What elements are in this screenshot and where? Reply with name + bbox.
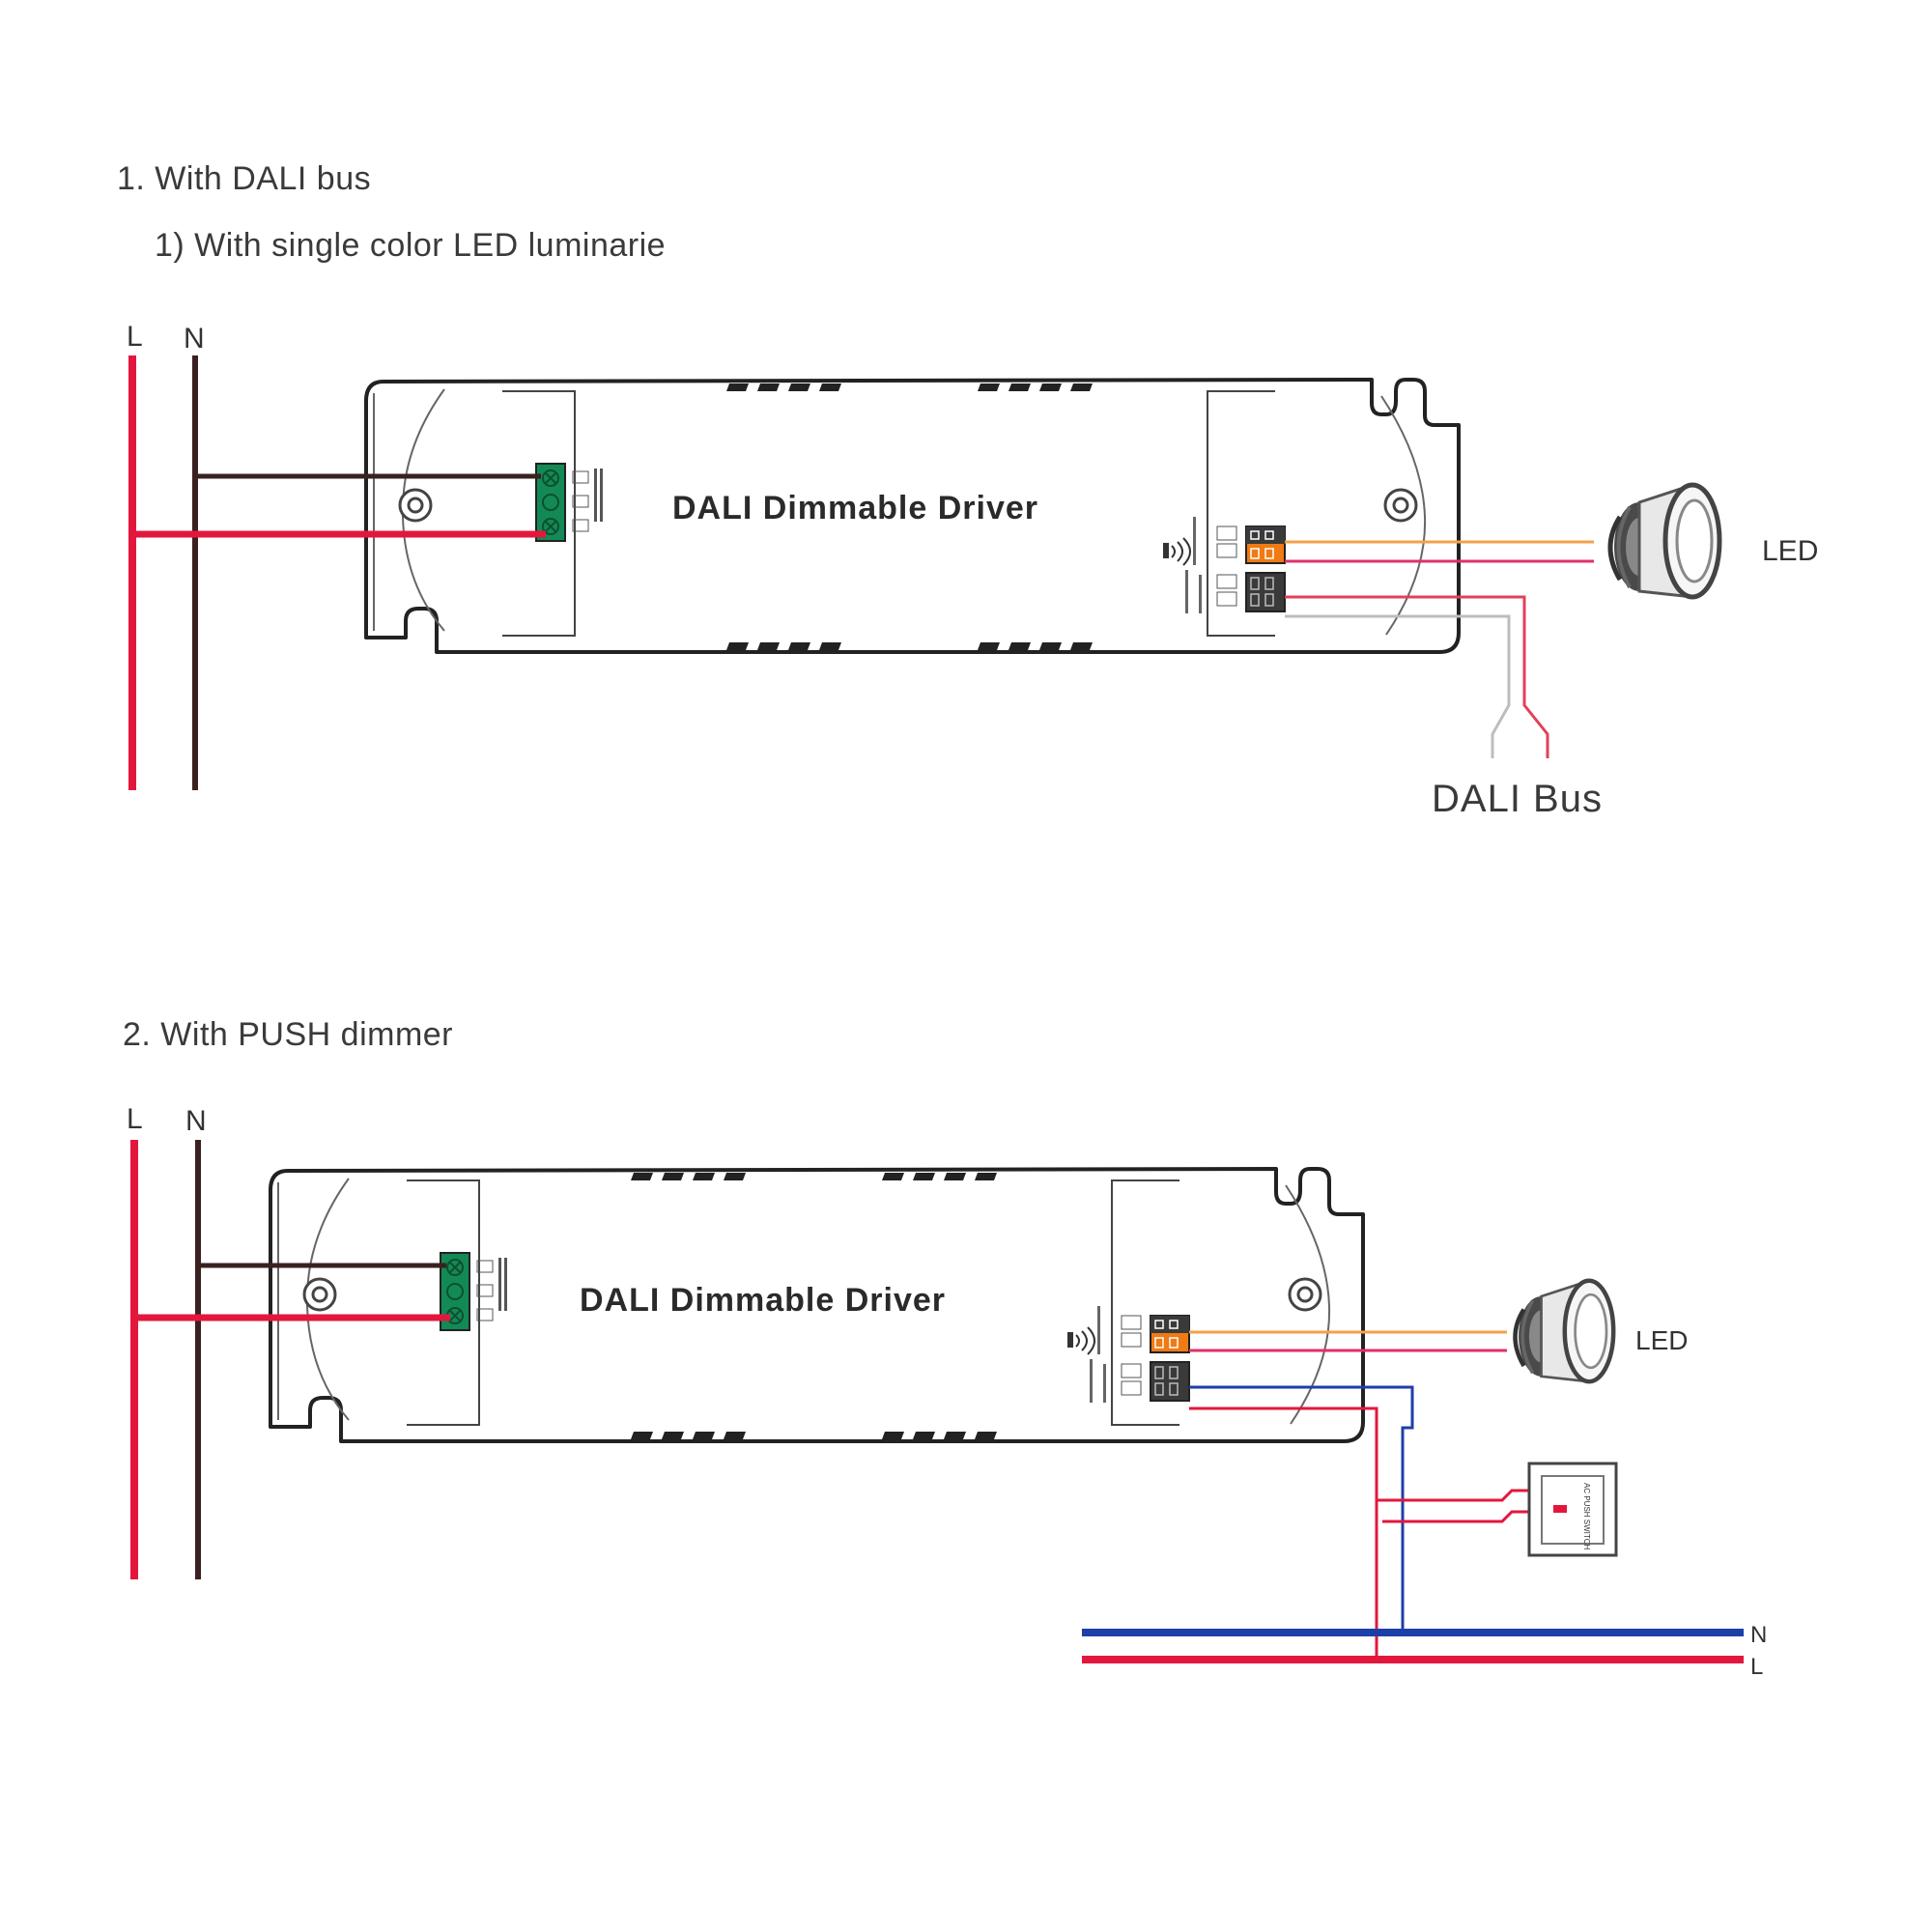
push-switch: AC PUSH SWITCH [1527,1462,1618,1557]
mains-l-label: L [127,321,143,353]
section-1-subheading: 1) With single color LED luminarie [155,227,667,264]
bus-n-label: N [1750,1622,1767,1648]
mains-n-label-2: N [185,1105,207,1137]
driver-2-title: DALI Dimmable Driver [580,1282,946,1319]
bus-l-label: L [1750,1654,1763,1680]
led-label-1: LED [1762,535,1818,567]
dali-bus-wire-b [1285,614,1511,758]
switch-label: AC PUSH SWITCH [1582,1483,1591,1550]
driver-1-title: DALI Dimmable Driver [672,490,1038,526]
push-neutral-wire [1189,1385,1414,1633]
switch-wire-out [1382,1510,1536,1523]
mains-n-label: N [184,323,205,355]
switch-wire-in [1377,1489,1536,1502]
led-luminaire-icon [1610,485,1719,597]
dali-bus-label: DALI Bus [1432,778,1603,820]
section-1-diagram: L N DALI Dimmable Driver LED DALI Bus [127,321,1818,820]
dali-bus-wire-a [1285,595,1549,758]
section-2-heading: 2. With PUSH dimmer [123,1016,453,1053]
mains-l-label-2: L [127,1103,143,1135]
push-live-wire [1189,1406,1378,1660]
section-2-diagram: L N DALI Dimmable Driver AC PUSH SWITCH [127,1103,1767,1680]
led-label-2: LED [1635,1325,1688,1355]
section-1-heading: 1. With DALI bus [117,160,372,197]
led-luminaire-icon-2 [1516,1281,1614,1381]
